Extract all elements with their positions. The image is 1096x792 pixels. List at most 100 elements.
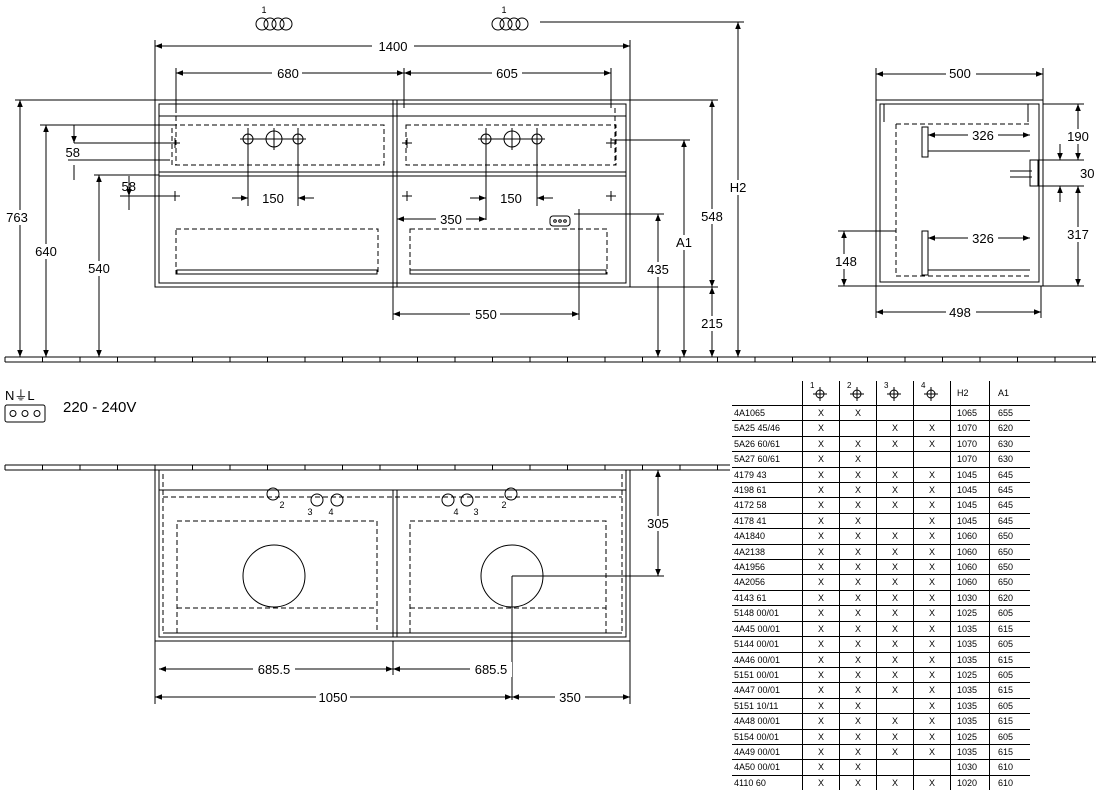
table-cell-c1: X — [802, 697, 840, 714]
table-cell-model: 4A46 00/01 — [732, 651, 803, 668]
dim-offset-mid: 58 — [122, 179, 136, 194]
table-cell-h2: 1070 — [950, 451, 990, 468]
table-cell-a1: 610 — [989, 759, 1030, 776]
hole-label: 3 — [307, 507, 312, 517]
dim-height-548: 548 — [701, 209, 723, 224]
table-cell-c3: X — [876, 713, 914, 730]
electrical-symbol-label: N⏚L — [5, 388, 35, 403]
table-cell-a1: 610 — [989, 774, 1030, 791]
table-cell-model: 4143 61 — [732, 589, 803, 606]
table-cell-c2: X — [839, 451, 877, 468]
table-cell-h2: 1030 — [950, 759, 990, 776]
compatibility-table: 1 2 3 4 — [732, 381, 1030, 791]
table-cell-model: 4A48 00/01 — [732, 713, 803, 730]
table-cell-model: 5A27 60/61 — [732, 451, 803, 468]
table-cell-h2: 1035 — [950, 743, 990, 760]
table-cell-c1: X — [802, 435, 840, 452]
table-cell-model: 4178 41 — [732, 512, 803, 529]
table-cell-c4: X — [913, 543, 951, 560]
hole-label: 2 — [279, 500, 284, 510]
dim-left-center: 685.5 — [258, 662, 291, 677]
table-cell-a1: 620 — [989, 420, 1030, 437]
hole-label: 3 — [473, 507, 478, 517]
table-cell-h2: 1035 — [950, 620, 990, 637]
table-cell-c4 — [913, 404, 951, 421]
table-cell-c2: X — [839, 512, 877, 529]
table-cell-model: 4A1840 — [732, 528, 803, 545]
table-cell-c4: X — [913, 636, 951, 652]
table-cell-h2: 1045 — [950, 497, 990, 514]
table-cell-c1: X — [802, 666, 840, 683]
table-cell-model: 5151 00/01 — [732, 666, 803, 683]
table-cell-a1: 630 — [989, 435, 1030, 452]
table-cell-h2: 1065 — [950, 404, 990, 421]
table-cell-c2: X — [839, 435, 877, 452]
table-cell-c2: X — [839, 743, 877, 760]
table-cell-c1: X — [802, 559, 840, 575]
table-cell-model: 4A45 00/01 — [732, 620, 803, 637]
table-cell-c1: X — [802, 620, 840, 637]
dim-left-basin-width: 680 — [277, 66, 299, 81]
dim-left-hole-spacing: 150 — [262, 191, 284, 206]
dim-top-depth: 305 — [647, 516, 669, 531]
table-cell-c3 — [876, 697, 914, 714]
callout-symbol-right — [491, 17, 529, 31]
table-cell-model: 5A26 60/61 — [732, 435, 803, 452]
table-cell-c2: X — [839, 497, 877, 514]
table-cell-c4 — [913, 451, 951, 468]
dim-height-h2: H2 — [730, 180, 747, 195]
table-cell-c3: X — [876, 528, 914, 545]
table-cell-c4: X — [913, 743, 951, 760]
table-cell-c1: X — [802, 636, 840, 652]
table-cell-c1: X — [802, 543, 840, 560]
table-cell-model: 5151 10/11 — [732, 697, 803, 714]
header-a1: A1 — [989, 381, 1030, 406]
header-col-1-label: 1 — [810, 381, 815, 390]
table-cell-c3: X — [876, 605, 914, 622]
table-cell-h2: 1070 — [950, 420, 990, 437]
table-cell-model: 4A1956 — [732, 559, 803, 575]
table-cell-c3 — [876, 512, 914, 529]
dim-drawer-bottom: 326 — [972, 231, 994, 246]
table-cell-c2: X — [839, 636, 877, 652]
table-cell-c1: X — [802, 512, 840, 529]
table-cell-c2 — [839, 420, 877, 437]
fitting-position-icon — [887, 387, 901, 401]
top-view-labels: 2 3 4 4 3 2 305 685.5 685.5 1050 350 — [253, 500, 671, 705]
table-cell-c3 — [876, 404, 914, 421]
table-cell-a1: 620 — [989, 589, 1030, 606]
dim-height-190: 190 — [1067, 129, 1089, 144]
dim-height-317: 317 — [1067, 227, 1089, 242]
fitting-position-icon — [924, 387, 938, 401]
table-cell-c2: X — [839, 759, 877, 776]
floor-line-front — [4, 356, 1096, 363]
table-cell-c3: X — [876, 482, 914, 498]
table-cell-a1: 605 — [989, 697, 1030, 714]
table-cell-c3: X — [876, 497, 914, 514]
dim-height-763: 763 — [6, 210, 28, 225]
table-cell-h2: 1035 — [950, 636, 990, 652]
dim-height-a1: A1 — [676, 235, 692, 250]
header-col-3: 3 — [876, 381, 914, 406]
dim-height-540: 540 — [88, 261, 110, 276]
table-cell-c1: X — [802, 728, 840, 745]
table-cell-c2: X — [839, 559, 877, 575]
table-header-row: 1 2 3 4 — [732, 381, 1030, 406]
table-cell-c3: X — [876, 682, 914, 699]
table-cell-c3: X — [876, 620, 914, 637]
table-cell-a1: 605 — [989, 605, 1030, 622]
header-col-4: 4 — [913, 381, 951, 406]
table-cell-c4: X — [913, 528, 951, 545]
table-cell-h2: 1025 — [950, 605, 990, 622]
